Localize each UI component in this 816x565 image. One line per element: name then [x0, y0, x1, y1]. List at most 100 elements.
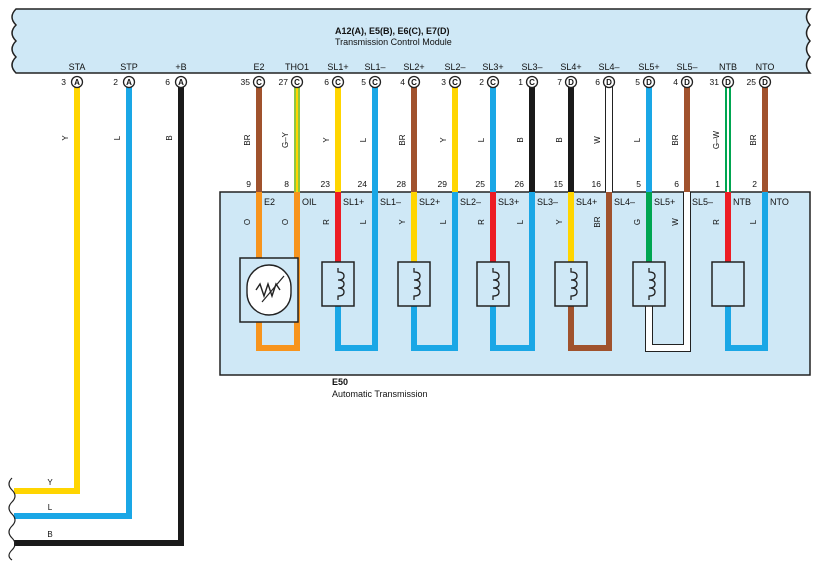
wire-plusb-connector-letter: A [178, 78, 184, 87]
transmission-code: E50 [332, 377, 348, 387]
wire-sl3minus-trans-pin: 26 [515, 179, 525, 189]
wire-tho1-terminal-name: THO1 [285, 62, 309, 72]
wire-sl1minus-color-code: L [359, 137, 368, 142]
wire-ntb-connector [721, 75, 735, 89]
wire-sl3minus-connector [525, 75, 539, 89]
wire-sl5plus-connector-letter: D [646, 78, 652, 87]
wire-stp-bottom-code: L [48, 503, 53, 512]
wire-sl2plus-trans-pin: 28 [397, 179, 407, 189]
wire-e2-connector-letter: C [256, 78, 262, 87]
wire-sl4minus-connector [602, 75, 616, 89]
wire-sl4plus-trans-pin: 15 [554, 179, 564, 189]
wire-nto-inner-code: L [749, 219, 758, 224]
thermistor-zigzag-icon [255, 281, 281, 299]
wire-sta-pin: 3 [61, 77, 66, 87]
tcm-module-box [11, 8, 812, 74]
wire-sl4minus-pin: 6 [595, 77, 600, 87]
wire-sl3plus-pin: 2 [479, 77, 484, 87]
wire-sl4plus-trans-terminal: SL4+ [576, 197, 597, 207]
wire-nto-trans-pin: 2 [752, 179, 757, 189]
wire-sl5plus-terminal-name: SL5+ [638, 62, 659, 72]
wire-e2-color-code: BR [243, 134, 252, 145]
wire-tho1-trans-pin: 8 [284, 179, 289, 189]
wire-ntb-pin: 31 [710, 77, 720, 87]
wire-sta-color-code: Y [61, 135, 70, 141]
wire-sl2minus-pin: 3 [441, 77, 446, 87]
wire-sl1minus-connector [368, 75, 382, 89]
wire-sl2minus-connector [448, 75, 462, 89]
wire-sl2plus-pin: 4 [400, 77, 405, 87]
wire-plusb-terminal-name: +B [175, 62, 186, 72]
wire-sl2plus-trans-terminal: SL2+ [419, 197, 440, 207]
wire-ntb-color-code: G–W [712, 130, 721, 149]
wire-sl4plus-inner-code: Y [555, 219, 564, 225]
wire-sl1plus-trans-pin: 23 [321, 179, 331, 189]
wire-stp-terminal-name: STP [120, 62, 138, 72]
wire-sl3plus-connector-letter: C [490, 78, 496, 87]
wire-ntb-trans-pin: 1 [715, 179, 720, 189]
tcm-title: A12(A), E5(B), E6(C), E7(D) [335, 26, 450, 36]
wire-stp-pin: 2 [113, 77, 118, 87]
wire-sl3minus-connector-letter: C [529, 78, 535, 87]
wire-sl5minus-trans-pin: 6 [674, 179, 679, 189]
wire-sl5minus-pin: 4 [673, 77, 678, 87]
wire-sl5plus-inner-code: G [633, 219, 642, 225]
wire-sta [14, 82, 80, 494]
transmission-name: Automatic Transmission [332, 389, 428, 399]
wire-sl5minus-color-code: BR [671, 134, 680, 145]
wire-sl1plus-trans-terminal: SL1+ [343, 197, 364, 207]
tcm-module: A12(A), E5(B), E6(C), E7(D) Transmission… [11, 8, 812, 74]
wire-stp-connector-letter: A [126, 78, 132, 87]
wire-sl3plus-color-code: L [477, 137, 486, 142]
solenoid-coil-3-icon [492, 268, 500, 300]
wire-sl3plus-trans-pin: 25 [476, 179, 486, 189]
wire-sl2plus-connector-letter: C [411, 78, 417, 87]
wire-sta-connector-letter: A [74, 78, 80, 87]
wire-sl1minus-inner-code: L [359, 219, 368, 224]
wire-sl3plus-terminal-name: SL3+ [482, 62, 503, 72]
wire-e2-terminal-name: E2 [253, 62, 264, 72]
wire-e2-pin: 35 [241, 77, 251, 87]
wire-e2-trans-pin: 9 [246, 179, 251, 189]
wire-sl2plus-connector [407, 75, 421, 89]
wire-sl1plus-connector-letter: C [335, 78, 341, 87]
wire-nto-terminal-name: NTO [756, 62, 775, 72]
wire-ntb-inner-code: R [712, 219, 721, 225]
wire-nto-connector [758, 75, 772, 89]
wire-sl2minus-trans-terminal: SL2– [460, 197, 481, 207]
wire-sl1minus-trans-terminal: SL1– [380, 197, 401, 207]
solenoid-coil-2-icon [413, 268, 421, 300]
wire-sl4minus-color-code: W [593, 136, 602, 144]
wire-sl1plus-terminal-name: SL1+ [327, 62, 348, 72]
thermistor-body [246, 264, 292, 316]
wire-sl1plus-connector [331, 75, 345, 89]
wire-e2-trans-terminal: E2 [264, 197, 275, 207]
wire-sl2plus-inner-code: Y [398, 219, 407, 225]
solenoid-coil-1-icon [337, 268, 345, 300]
wire-sl2minus-connector-letter: C [452, 78, 458, 87]
wire-nto-connector-letter: D [762, 78, 768, 87]
wire-break-marks [8, 477, 16, 561]
wire-sl1minus-pin: 5 [361, 77, 366, 87]
wire-tho1-connector-letter: C [294, 78, 300, 87]
wire-sl1plus-color-code: Y [322, 137, 331, 143]
wire-sl4minus-terminal-name: SL4– [598, 62, 619, 72]
solenoid-coil-4-icon [570, 268, 578, 300]
wire-sl1plus-pin: 6 [324, 77, 329, 87]
wire-e2-inner-code: O [243, 219, 252, 225]
wire-sl1plus-inner-code: R [322, 219, 331, 225]
wire-plusb [14, 82, 184, 546]
wire-stp-color-code: L [113, 135, 122, 140]
solenoid-coil-5-icon [648, 268, 656, 300]
wire-sl5minus-connector-letter: D [684, 78, 690, 87]
wire-sl4plus-connector [564, 75, 578, 89]
wire-sl5plus-connector [642, 75, 656, 89]
wire-plusb-color-code: B [165, 135, 174, 140]
wire-sl4plus-pin: 7 [557, 77, 562, 87]
wire-sl4plus-terminal-name: SL4+ [560, 62, 581, 72]
wire-sl4plus-connector-letter: D [568, 78, 574, 87]
wire-sl5plus-pin: 5 [635, 77, 640, 87]
thermistor-arrow [261, 275, 285, 303]
wire-ntb-trans-terminal: NTB [733, 197, 751, 207]
